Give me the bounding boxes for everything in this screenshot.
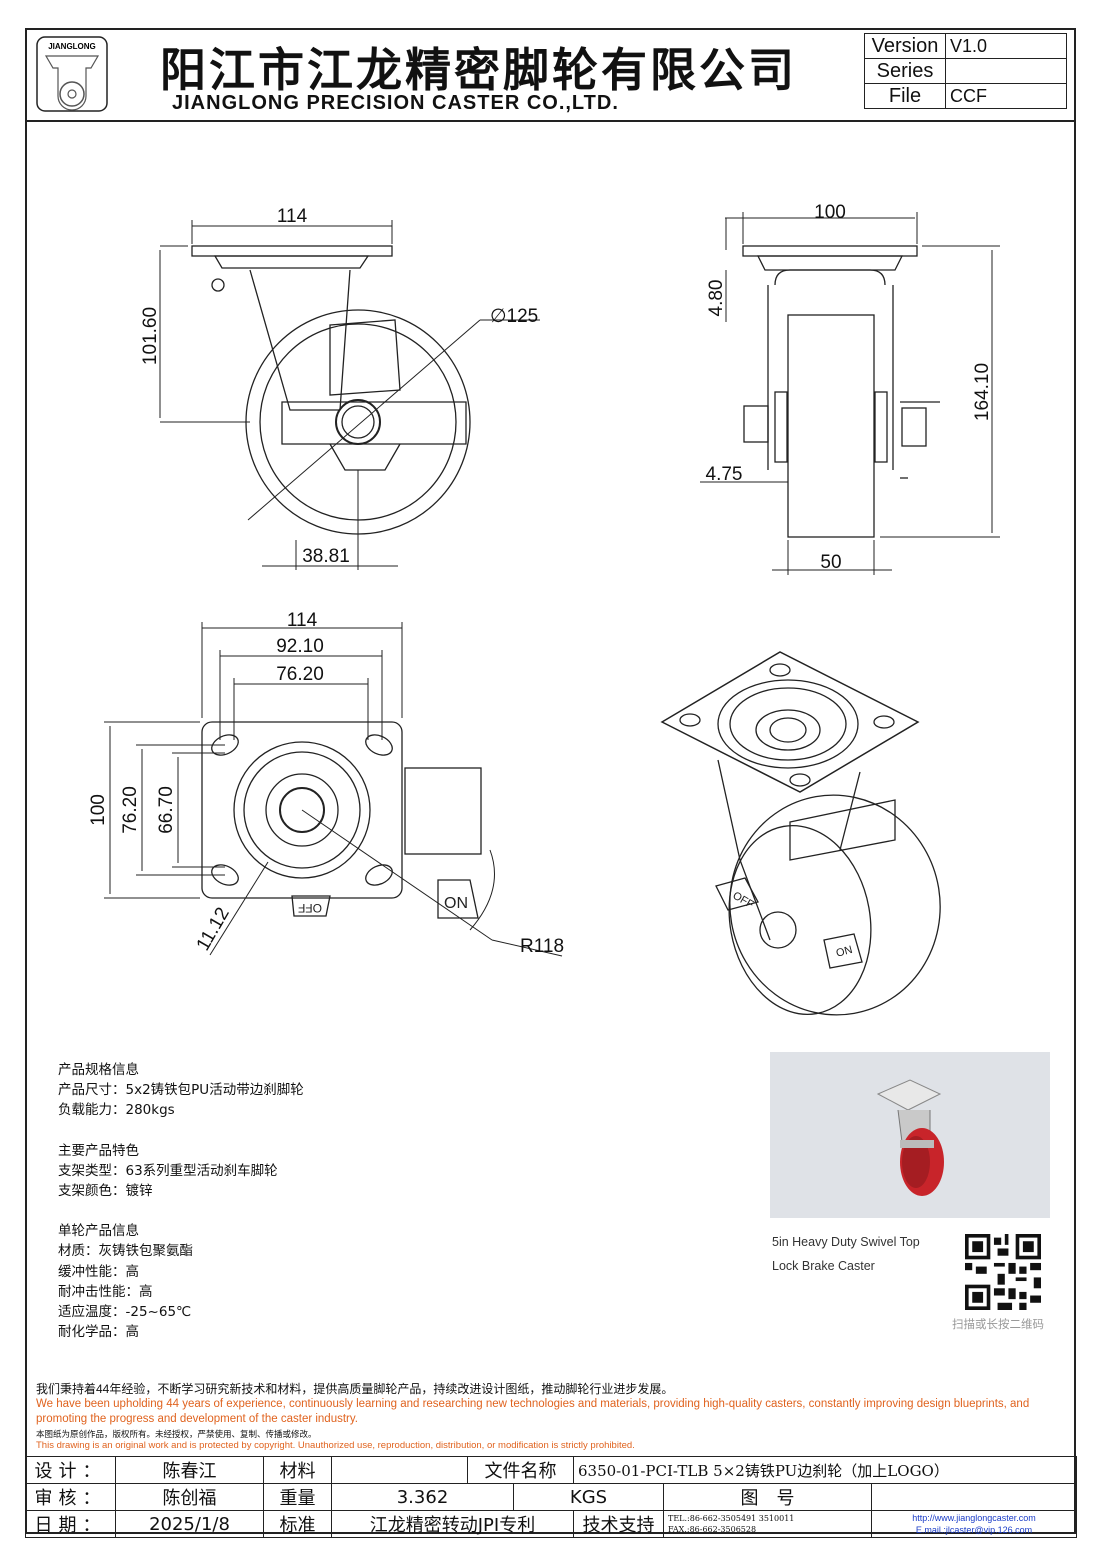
date-label: 日期： bbox=[25, 1510, 116, 1538]
spec-group-2-title: 主要产品特色 bbox=[58, 1142, 139, 1159]
product-card: 5in Heavy Duty Swivel Top Lock Brake Cas… bbox=[760, 1042, 1060, 1377]
dim-side-height: 101.60 bbox=[140, 307, 161, 365]
dim-offset: 38.81 bbox=[302, 546, 350, 567]
header-divider bbox=[25, 120, 1076, 122]
dim-hole-inner: 76.20 bbox=[276, 664, 324, 685]
product-photo bbox=[770, 1052, 1050, 1218]
weight-label: 重量 bbox=[263, 1483, 332, 1511]
side-view: 114 101.60 ∅125 38.81 bbox=[140, 206, 540, 570]
dim-hole-dia: 11.12 bbox=[193, 904, 234, 954]
brake-off-label: OFF bbox=[298, 901, 322, 915]
dim-front-gap: 4.75 bbox=[706, 464, 743, 485]
spec-load: 负载能力：280kgs bbox=[58, 1102, 175, 1119]
dim-swivel-radius: R118 bbox=[520, 936, 564, 957]
series-value bbox=[945, 58, 1067, 84]
dim-wheel-dia: ∅125 bbox=[490, 306, 538, 327]
logo-text: JIANGLONG bbox=[48, 42, 96, 51]
dim-top-h1: 76.20 bbox=[120, 786, 141, 834]
date-value: 2025/1/8 bbox=[115, 1510, 264, 1538]
note-en: We have been upholding 44 years of exper… bbox=[36, 1398, 1030, 1425]
tel-text: TEL.:86-662-3505491 3510011 bbox=[668, 1514, 795, 1523]
spec-material: 材质：灰铸铁包聚氨酯 bbox=[58, 1243, 193, 1260]
dim-hole-outer: 92.10 bbox=[276, 636, 324, 657]
dim-side-width: 114 bbox=[277, 206, 308, 227]
qr-code-icon[interactable] bbox=[965, 1234, 1041, 1310]
front-view: 100 4.80 164.10 4.75 50 bbox=[700, 202, 1000, 575]
dim-wheel-width: 50 bbox=[820, 552, 841, 573]
version-value: V1.0 bbox=[945, 33, 1067, 59]
company-notes: 我们秉持着44年经验，不断学习研究新技术和材料，提供高质量脚轮产品，持续改进设计… bbox=[36, 1380, 1076, 1451]
dim-top-h2: 66.70 bbox=[156, 786, 177, 834]
iso-on-label: ON bbox=[835, 944, 854, 960]
design-label: 设计： bbox=[25, 1456, 116, 1484]
product-specs: 产品规格信息 产品尺寸：5x2铸铁包PU活动带边刹脚轮 负载能力：280kgs … bbox=[58, 1060, 304, 1342]
material-label: 材料 bbox=[263, 1456, 332, 1484]
spec-bracket-color: 支架颜色：镀锌 bbox=[58, 1183, 153, 1200]
company-name-en: JIANGLONG PRECISION CASTER CO.,LTD. bbox=[172, 92, 619, 114]
file-label: File bbox=[864, 83, 946, 109]
spec-group-3-title: 单轮产品信息 bbox=[58, 1223, 139, 1240]
dim-top-height: 100 bbox=[88, 794, 109, 826]
spec-temperature: 适应温度：-25~65℃ bbox=[58, 1304, 192, 1321]
title-block: 设计： 陈春江 材料 文件名称 6350-01-PCI-TLB 5×2铸铁PU边… bbox=[25, 1456, 1078, 1538]
filename-value: 6350-01-PCI-TLB 5×2铸铁PU边刹轮（加上LOGO） bbox=[572, 1456, 1078, 1484]
spec-size: 产品尺寸：5x2铸铁包PU活动带边刹脚轮 bbox=[58, 1082, 304, 1099]
spec-impact: 耐冲击性能：高 bbox=[58, 1283, 153, 1300]
designer: 陈春江 bbox=[115, 1456, 264, 1484]
email-link[interactable]: E.mail.:jlcaster@vip.126.com bbox=[915, 1525, 1033, 1535]
support-label: 技术支持 bbox=[573, 1510, 664, 1538]
spec-group-1-title: 产品规格信息 bbox=[58, 1062, 139, 1078]
filename-label: 文件名称 bbox=[467, 1456, 574, 1484]
company-name-cn: 阳江市江龙精密脚轮有限公司 bbox=[160, 43, 797, 97]
reviewer: 陈创福 bbox=[115, 1483, 264, 1511]
note-cn: 我们秉持着44年经验，不断学习研究新技术和材料，提供高质量脚轮产品，持续改进设计… bbox=[36, 1382, 674, 1396]
spec-bracket-type: 支架类型：63系列重型活动刹车脚轮 bbox=[58, 1162, 278, 1179]
company-logo: JIANGLONG bbox=[36, 36, 108, 112]
file-value: CCF bbox=[945, 83, 1067, 109]
standard-value: 江龙精密转动JPI专利 bbox=[331, 1510, 574, 1538]
review-label: 审核： bbox=[25, 1483, 116, 1511]
copyright-cn: 本图纸为原创作品，版权所有。未经授权，严禁使用、复制、传播或修改。 bbox=[36, 1429, 317, 1439]
drawing-no-value bbox=[870, 1483, 1078, 1511]
brake-on-label: ON bbox=[444, 895, 468, 912]
website-link[interactable]: http://www.jianglongcaster.com bbox=[912, 1513, 1036, 1523]
fax-text: FAX.:86-662-3506528 bbox=[668, 1525, 757, 1534]
dim-front-width: 100 bbox=[814, 202, 846, 223]
spec-chemical: 耐化学品：高 bbox=[58, 1324, 139, 1341]
weight-value: 3.362 bbox=[331, 1483, 514, 1511]
qr-caption: 扫描或长按二维码 bbox=[952, 1317, 1044, 1331]
iso-view: OFF ON bbox=[660, 651, 941, 1016]
dim-top-width: 114 bbox=[287, 610, 318, 631]
drawing-no-label: 图 号 bbox=[663, 1483, 872, 1511]
copyright-en: This drawing is an original work and is … bbox=[36, 1440, 635, 1451]
spec-cushion: 缓冲性能：高 bbox=[58, 1263, 139, 1280]
dim-front-height: 164.10 bbox=[972, 363, 993, 421]
technical-drawing: 114 101.60 ∅125 38.81 100 4.80 164.10 4.… bbox=[88, 202, 1000, 1016]
material-value bbox=[331, 1456, 468, 1484]
dim-front-top: 4.80 bbox=[706, 280, 727, 317]
weight-unit: KGS bbox=[513, 1483, 664, 1511]
standard-label: 标准 bbox=[263, 1510, 332, 1538]
product-caption: 5in Heavy Duty Swivel Top Lock Brake Cas… bbox=[772, 1235, 920, 1273]
top-view: 114 92.10 76.20 100 76.20 66.70 11.12 R1… bbox=[88, 610, 564, 957]
